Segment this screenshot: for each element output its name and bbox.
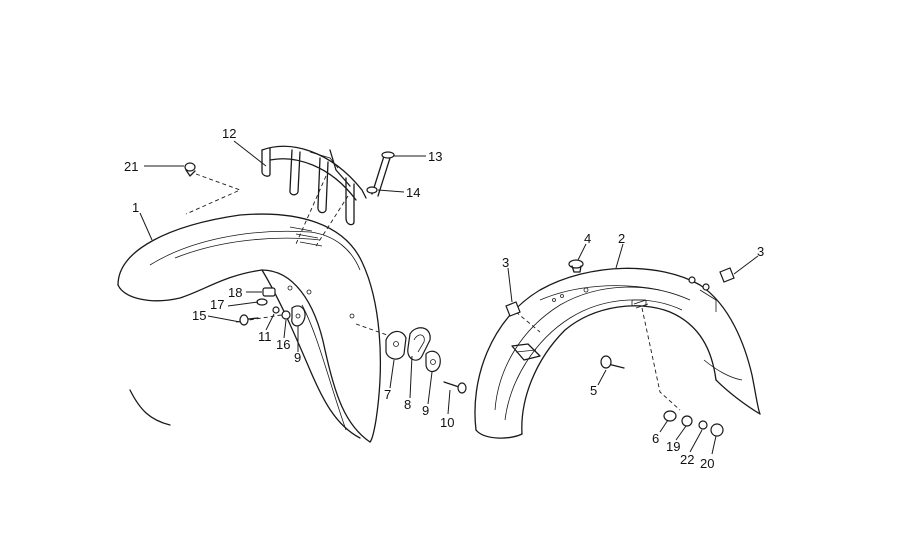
assembly-line bbox=[641, 307, 681, 411]
callout-21: 21 bbox=[124, 159, 138, 174]
callout-9: 9 bbox=[294, 350, 301, 365]
callout-22: 22 bbox=[680, 452, 694, 467]
callout-6: 6 bbox=[652, 431, 659, 446]
callout-4: 4 bbox=[584, 231, 591, 246]
callout-9: 9 bbox=[422, 403, 429, 418]
fender-bracket bbox=[261, 145, 367, 226]
callout-16: 16 bbox=[276, 337, 290, 352]
hardware-stay bbox=[385, 327, 467, 394]
callout-15: 15 bbox=[192, 308, 206, 323]
callout-3: 3 bbox=[757, 244, 764, 259]
assembly-line bbox=[185, 173, 242, 215]
assembly-line bbox=[515, 311, 541, 333]
callout-20: 20 bbox=[700, 456, 714, 471]
front-fender bbox=[117, 213, 382, 443]
callout-17: 17 bbox=[210, 297, 224, 312]
hardware-front bbox=[239, 287, 306, 327]
leader-lines bbox=[139, 140, 759, 455]
callout-10: 10 bbox=[440, 415, 454, 430]
callout-14: 14 bbox=[406, 185, 420, 200]
callout-3: 3 bbox=[502, 255, 509, 270]
callout-1: 1 bbox=[132, 200, 139, 215]
callout-8: 8 bbox=[404, 397, 411, 412]
callout-2: 2 bbox=[618, 231, 625, 246]
screw-21 bbox=[184, 162, 196, 177]
washer-14 bbox=[366, 186, 378, 194]
callout-19: 19 bbox=[666, 439, 680, 454]
callout-13: 13 bbox=[428, 149, 442, 164]
callout-18: 18 bbox=[228, 285, 242, 300]
callout-5: 5 bbox=[590, 383, 597, 398]
callout-12: 12 bbox=[222, 126, 236, 141]
assembly-line bbox=[315, 195, 349, 247]
rear-fender bbox=[474, 267, 761, 439]
callout-11: 11 bbox=[258, 329, 272, 344]
hardware-rear bbox=[505, 259, 735, 437]
assembly-line bbox=[295, 175, 327, 245]
callout-7: 7 bbox=[384, 387, 391, 402]
assembly-line bbox=[355, 323, 391, 337]
callout-labels: 1 2 3 3 4 5 6 7 8 9 9 10 11 12 13 14 15 … bbox=[124, 126, 764, 471]
